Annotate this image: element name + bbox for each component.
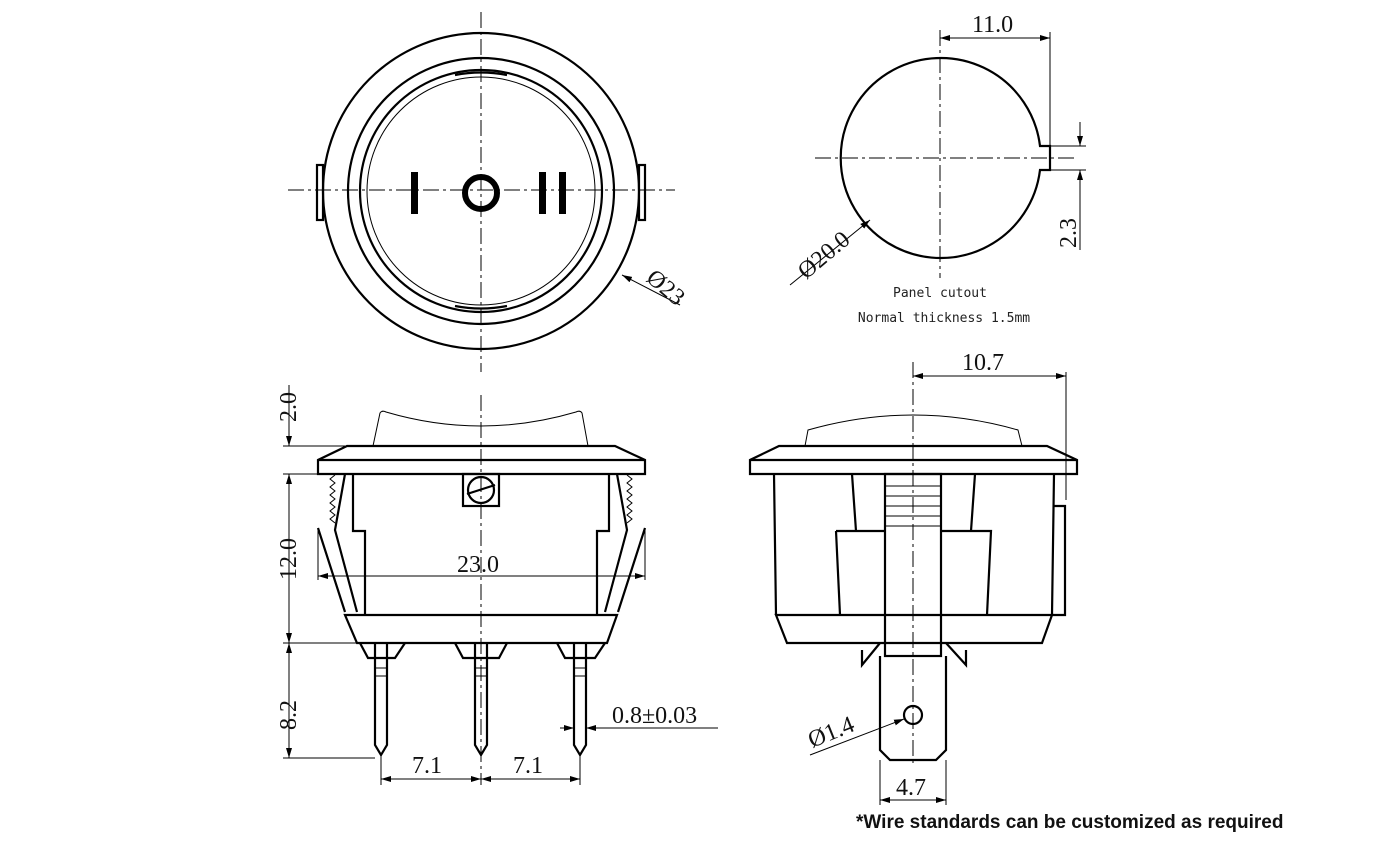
terminal-width-label: 4.7 <box>896 775 926 801</box>
pin-length-label: 8.2 <box>276 700 302 730</box>
pin-pitch-2-label: 7.1 <box>513 753 543 779</box>
rocker-height-label: 2.0 <box>276 392 302 422</box>
panel-cutout-view: 11.0 2.3 Ø20.0 Panel cutout Normal thick… <box>789 12 1086 326</box>
footnote: *Wire standards can be customized as req… <box>856 812 1284 833</box>
width-label: 23.0 <box>457 552 499 578</box>
pin-pitch-1-label: 7.1 <box>412 753 442 779</box>
body-height-label: 12.0 <box>276 538 302 580</box>
cutout-thickness-note: Normal thickness 1.5mm <box>858 311 1030 326</box>
cutout-title: Panel cutout <box>893 286 987 301</box>
on-symbol-icon <box>411 172 418 214</box>
depth-label: 10.7 <box>962 350 1004 376</box>
pins <box>359 642 606 758</box>
off-symbol-icon <box>462 174 500 212</box>
cutout-diameter-label: Ø20.0 <box>793 227 855 285</box>
notch-label: 2.3 <box>1056 218 1082 248</box>
side-view: 10.7 Ø1.4 4.7 <box>748 350 1079 805</box>
cutout-width-label: 11.0 <box>972 12 1013 38</box>
on2-symbol-icon <box>539 172 546 214</box>
pin-thickness-label: 0.8±0.03 <box>612 703 697 729</box>
top-diameter-label: Ø23 <box>641 265 689 311</box>
front-view: 2.0 12.0 8.2 23.0 7.1 7.1 0.8±0.03 <box>276 385 718 785</box>
top-view: Ø23 <box>288 12 690 372</box>
